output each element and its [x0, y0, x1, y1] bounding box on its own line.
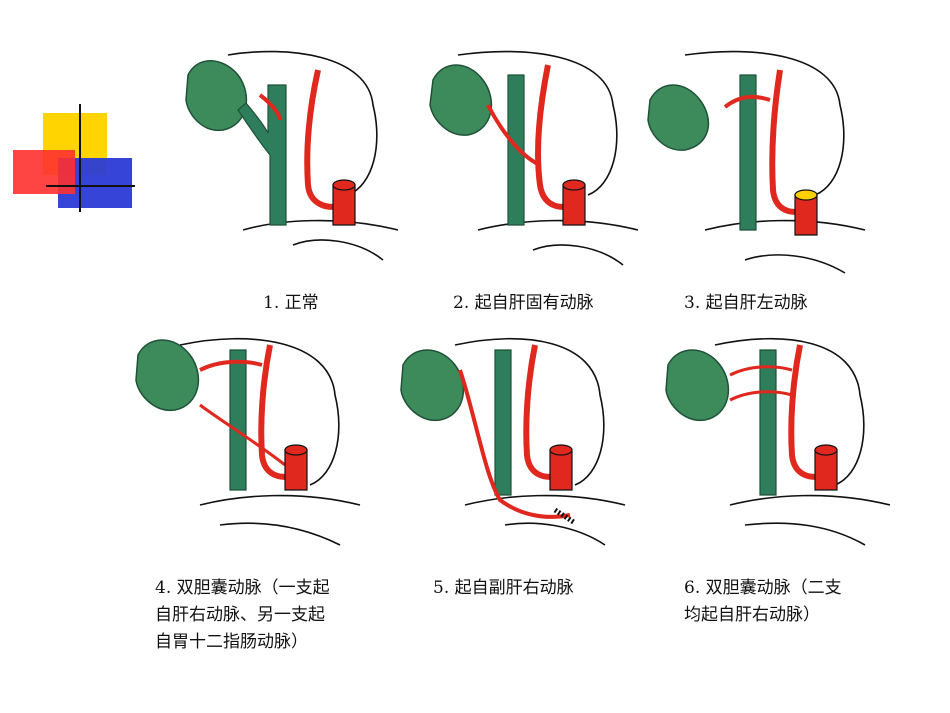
bottom-curve	[744, 522, 866, 546]
liver-outline	[714, 337, 865, 486]
anatomy-illustration-2	[429, 50, 639, 266]
aorta-stump	[284, 449, 308, 491]
diagram-panel-4	[130, 325, 380, 575]
hepatic-artery	[523, 344, 561, 480]
anatomy-illustration-3	[647, 50, 866, 274]
liver-outline	[179, 337, 340, 486]
gallbladder	[429, 64, 493, 136]
hepatic-artery	[535, 64, 574, 210]
gallbladder	[400, 349, 465, 421]
bile-duct	[494, 349, 512, 496]
hepatic-artery	[788, 344, 826, 480]
hepatic-artery	[304, 69, 344, 210]
aorta-stump	[332, 184, 356, 226]
deco-red-square	[13, 150, 75, 194]
aorta-top	[562, 179, 586, 191]
panel-caption-5: 5. 起自副肝右动脉	[433, 578, 574, 598]
panel-caption-1: 1. 正常	[263, 293, 319, 313]
cystic-artery-2	[199, 403, 286, 467]
panel-caption-6: 6. 双胆囊动脉（二支 均起自肝右动脉）	[684, 578, 842, 625]
slide-corner-decoration	[13, 104, 135, 212]
cystic-artery	[258, 93, 282, 121]
aorta-top	[332, 179, 356, 191]
panel-caption-2: 2. 起自肝固有动脉	[453, 293, 594, 313]
gallbladder	[647, 84, 710, 151]
aorta-stump	[562, 184, 586, 226]
liver-outline	[227, 50, 378, 196]
diagram-panel-3	[645, 45, 895, 295]
cystic-artery-1	[199, 359, 263, 372]
aorta-stump	[794, 194, 818, 236]
aorta-top	[814, 444, 838, 456]
anatomy-illustration-4	[135, 337, 361, 546]
cystic-artery-1	[729, 365, 793, 377]
bile-duct	[229, 349, 247, 491]
anatomy-illustration-5	[400, 337, 626, 546]
aorta-stump	[549, 449, 573, 491]
panel-caption-3: 3. 起自肝左动脉	[684, 293, 808, 313]
cystic-artery-2	[729, 390, 793, 402]
hepatic-artery	[769, 69, 806, 215]
gallbladder	[135, 339, 200, 411]
bottom-curve	[292, 239, 384, 261]
bile-duct	[237, 84, 287, 226]
duodenum-outline	[242, 219, 399, 231]
duodenum-outline	[199, 494, 361, 506]
duodenum-outline	[729, 494, 891, 506]
bottom-curve	[219, 522, 341, 546]
bottom-curve	[504, 522, 606, 546]
gallbladder	[185, 60, 248, 131]
duodenum-outline	[464, 494, 626, 506]
anatomy-illustration-6	[665, 337, 891, 546]
aorta-top	[284, 444, 308, 456]
gallbladder	[665, 349, 730, 421]
diagram-panel-2	[418, 45, 668, 295]
duodenum-outline	[704, 219, 866, 231]
bile-duct	[507, 74, 525, 226]
liver-outline	[684, 50, 845, 196]
bile-duct	[759, 349, 777, 496]
cystic-artery	[486, 104, 541, 167]
hepatic-artery	[258, 344, 296, 480]
panel-caption-4: 4. 双胆囊动脉（一支起 自肝右动脉、另一支起 自胃十二指肠动脉）	[155, 578, 330, 652]
bottom-curve	[744, 254, 846, 274]
liver-outline	[454, 337, 605, 486]
aorta-stump	[814, 449, 838, 491]
duodenum-outline	[477, 219, 639, 231]
aorta-top	[794, 189, 818, 201]
accessory-right-artery	[458, 369, 571, 519]
diagram-panel-5	[395, 325, 645, 575]
bottom-curve	[532, 244, 624, 266]
cystic-artery	[723, 94, 771, 109]
anatomy-illustration-1	[185, 50, 399, 261]
bile-duct	[739, 74, 757, 231]
liver-outline	[457, 50, 618, 196]
diagram-panel-6	[660, 325, 910, 575]
aorta-top	[549, 444, 573, 456]
diagram-panel-1	[168, 45, 418, 295]
